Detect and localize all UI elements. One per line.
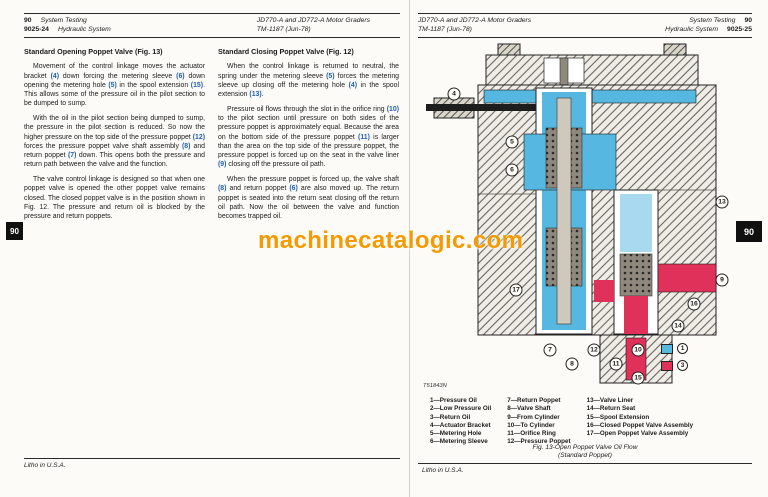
opening-paragraphs: Movement of the control linkage moves th… — [24, 62, 205, 221]
footer-rule — [24, 458, 400, 459]
manual-ref: TM-1187 (Jun-78) — [256, 26, 311, 34]
manual-title: JD770-A and JD772-A Motor Graders — [418, 17, 532, 24]
legend-item: 12—Pressure Poppet — [507, 438, 571, 446]
color-key-row: 3 — [661, 360, 688, 371]
legend-item: 16—Closed Poppet Valve Assembly — [586, 421, 694, 429]
paragraph: With the oil in the pilot section being … — [24, 115, 205, 169]
figure-callout-8: 8 — [565, 357, 579, 371]
legend-item: 11—Orifice Ring — [507, 430, 556, 438]
figure-caption-line1: Fig. 13-Open Poppet Valve Oil Flow — [532, 444, 638, 451]
legend-item: 6—Metering Sleeve — [430, 438, 488, 446]
page-number: 90 — [24, 17, 32, 24]
legend-item: 8—Valve Shaft — [507, 405, 551, 413]
photo-id: T51843N — [423, 383, 447, 389]
figure-callout-14: 14 — [671, 319, 685, 333]
figure-callout-16: 16 — [687, 297, 701, 311]
header-section-block: System Testing 90 Hydraulic System 9025-… — [665, 16, 752, 34]
legend-item: 1—Pressure Oil — [430, 397, 477, 404]
figure-callout-15: 15 — [631, 371, 645, 385]
litho-note: Litho in U.S.A. — [24, 462, 66, 469]
paragraph: Pressure oil flows through the slot in t… — [218, 106, 399, 169]
watermark: machinecatalogic.com — [258, 227, 524, 254]
header-subsection: Hydraulic System — [665, 26, 719, 34]
figure-callout-13: 13 — [715, 195, 729, 209]
manual-ref: TM-1187 (Jun-78) — [418, 26, 472, 34]
color-swatch-3 — [661, 360, 673, 371]
figure-callout-4: 4 — [447, 87, 461, 101]
legend-item: 14—Return Seat — [586, 405, 636, 413]
paragraph: When the control linkage is returned to … — [218, 63, 399, 98]
right-page-header: JD770-A and JD772-A Motor Graders TM-118… — [418, 13, 752, 39]
header-section: System Testing — [40, 17, 87, 24]
page-tab-left: 90 — [6, 222, 23, 240]
legend-item: 17—Open Poppet Valve Assembly — [586, 430, 689, 438]
header-title-block: JD770-A and JD772-A Motor Graders TM-118… — [418, 16, 531, 34]
legend-item: 15—Spool Extension — [586, 413, 650, 421]
legend-item: 9—From Cylinder — [507, 413, 560, 421]
color-key-row: 1 — [661, 343, 688, 354]
manual-title: JD770-A and JD772-A Motor Graders — [256, 17, 370, 24]
figure-callout-7: 7 — [543, 343, 557, 357]
header-section: System Testing — [689, 17, 736, 24]
group-code: 9025-24 — [24, 26, 49, 34]
legend-item: 2—Low Pressure Oil — [430, 405, 492, 413]
page-number: 90 — [744, 17, 752, 24]
paragraph: When the pressure poppet is forced up, t… — [218, 176, 399, 220]
text-columns: Standard Opening Poppet Valve (Fig. 13) … — [24, 47, 400, 227]
paragraph: Movement of the control linkage moves th… — [24, 63, 206, 108]
right-page: JD770-A and JD772-A Motor Graders TM-118… — [409, 0, 768, 497]
valve-diagram — [426, 43, 717, 384]
page-tab-right: 90 — [736, 221, 762, 242]
legend-item: 13—Valve Liner — [586, 397, 634, 404]
litho-note: Litho in U.S.A. — [422, 467, 464, 474]
legend-item: 7—Return Poppet — [507, 397, 561, 404]
paragraph: The valve control linkage is designed so… — [24, 176, 205, 220]
figure-callout-5: 5 — [505, 135, 519, 149]
column-opening-poppet: Standard Opening Poppet Valve (Fig. 13) … — [24, 47, 205, 227]
color-key-number: 1 — [677, 343, 688, 354]
section-heading-opening: Standard Opening Poppet Valve (Fig. 13) — [24, 47, 163, 57]
figure-callout-9: 9 — [715, 273, 729, 287]
figure-callout-6: 6 — [505, 163, 519, 177]
footer-rule — [418, 463, 752, 464]
left-page-header: 90 System Testing 9025-24 Hydraulic Syst… — [24, 13, 400, 39]
closing-paragraphs: When the control linkage is returned to … — [218, 62, 399, 221]
figure-caption: Fig. 13-Open Poppet Valve Oil Flow (Stan… — [418, 444, 752, 460]
figure-caption-line2: (Standard Poppet) — [558, 452, 612, 460]
header-section-block: 90 System Testing 9025-24 Hydraulic Syst… — [24, 16, 111, 34]
header-subsection: Hydraulic System — [57, 26, 111, 34]
figure-callout-17: 17 — [509, 283, 523, 297]
color-key-number: 3 — [677, 360, 688, 371]
figure-callout-11: 11 — [609, 357, 623, 371]
color-swatch-1 — [661, 343, 673, 354]
legend-item: 10—To Cylinder — [507, 421, 555, 429]
left-page: 90 System Testing 9025-24 Hydraulic Syst… — [24, 13, 400, 469]
legend-item: 3—Return Oil — [430, 413, 471, 421]
column-closing-poppet: Standard Closing Poppet Valve (Fig. 12) … — [218, 47, 399, 227]
figure-callout-10: 10 — [631, 343, 645, 357]
section-heading-closing: Standard Closing Poppet Valve (Fig. 12) — [218, 47, 354, 57]
legend-item: 5—Metering Hole — [430, 430, 482, 438]
group-code: 9025-25 — [727, 26, 752, 34]
figure-callout-12: 12 — [587, 343, 601, 357]
header-title-block: JD770-A and JD772-A Motor Graders TM-118… — [257, 16, 370, 34]
legend-item: 4—Actuator Bracket — [430, 421, 491, 429]
